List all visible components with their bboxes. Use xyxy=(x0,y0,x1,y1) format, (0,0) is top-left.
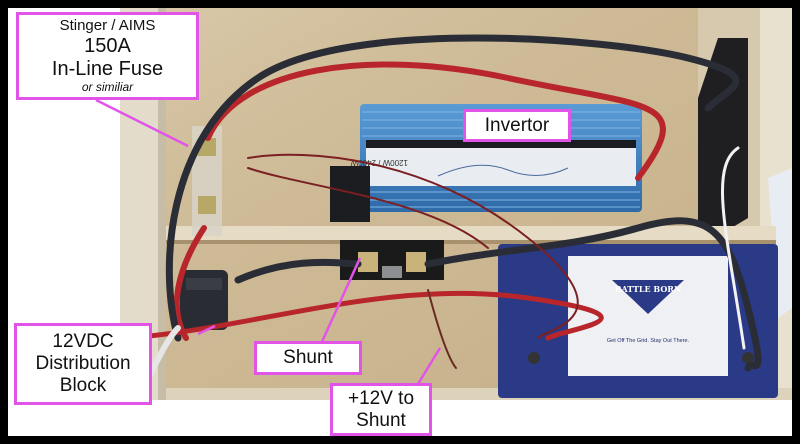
callout-shunt: Shunt xyxy=(254,341,362,375)
battery-label xyxy=(568,256,728,376)
callout-distribution-block: 12VDC Distribution Block xyxy=(14,323,152,405)
fuse-brand: Stinger / AIMS xyxy=(59,17,156,35)
inverter-rating-text: 1200W / 2400W xyxy=(350,158,408,167)
annotated-photo: 1200W / 2400W BATTLE BORN Get Off The Gr… xyxy=(8,8,792,436)
callout-plus12v: +12V to Shunt xyxy=(330,383,432,436)
distribution-line3: Block xyxy=(59,374,107,396)
distribution-line2: Distribution xyxy=(35,353,131,375)
fuse-type: In-Line Fuse xyxy=(51,57,164,80)
fuse-note: or similiar xyxy=(81,79,134,94)
photo-of-electrical-install: 1200W / 2400W BATTLE BORN Get Off The Gr… xyxy=(8,8,792,436)
fuse-rating: 150A xyxy=(84,34,131,57)
plus12v-line2: Shunt xyxy=(356,409,406,431)
battery-tagline: Get Off The Grid. Stay Out There. xyxy=(607,338,690,344)
callout-fuse: Stinger / AIMS 150A In-Line Fuse or simi… xyxy=(16,12,199,100)
battery-logo xyxy=(612,280,684,314)
red-cable-top xyxy=(205,61,666,181)
shunt-label: Shunt xyxy=(283,347,333,369)
red-cable-bottom xyxy=(125,290,604,341)
callout-invertor: Invertor xyxy=(463,109,571,142)
invertor-label: Invertor xyxy=(484,114,550,136)
black-cable-top xyxy=(165,34,740,342)
inverter-label xyxy=(366,148,636,186)
plus12v-line1: +12V to xyxy=(347,387,415,409)
battery-brand: BATTLE BORN xyxy=(615,284,682,294)
upper-shelf xyxy=(166,226,776,242)
dark-opening xyxy=(698,38,748,248)
distribution-line1: 12VDC xyxy=(52,331,114,353)
white-wire xyxy=(721,146,746,350)
